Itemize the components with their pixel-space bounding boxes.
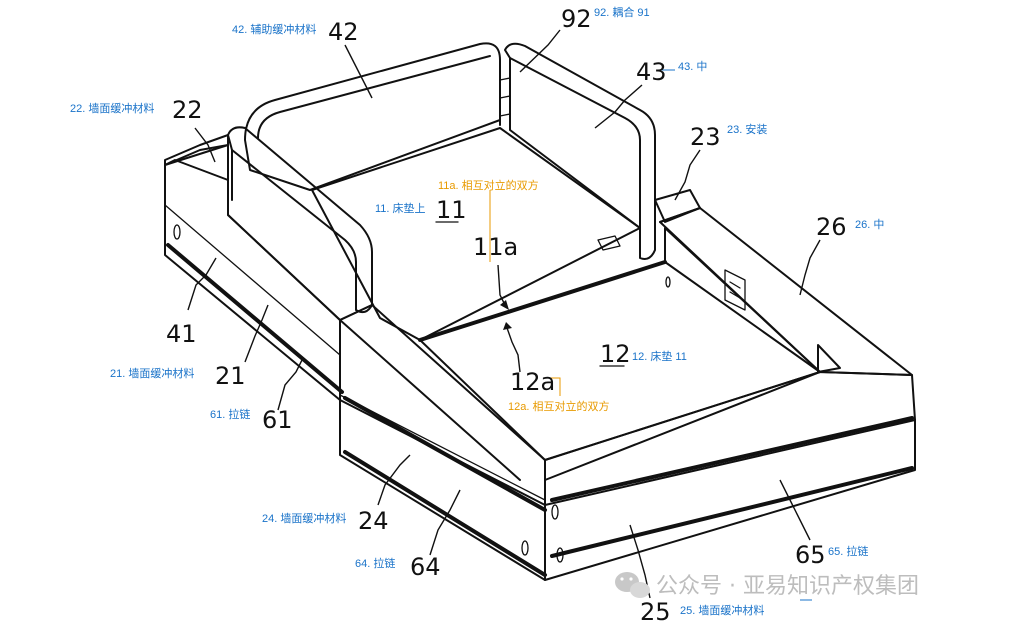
watermark: 公众号 · 亚易知识产权集团 <box>615 572 919 599</box>
label-42: 42 <box>328 18 359 46</box>
label-26: 26 <box>816 213 847 241</box>
label-92: 92 <box>561 5 592 33</box>
label-65: 65 <box>795 541 826 569</box>
caption-61: 61. 拉链 <box>210 407 250 421</box>
label-11a: 11a <box>473 233 518 261</box>
mattress-seam <box>418 260 667 342</box>
caption-12a: 12a. 相互对立的双方 <box>508 399 609 413</box>
label-43: 43 <box>636 58 667 86</box>
label-41: 41 <box>166 320 197 348</box>
label-21: 21 <box>215 362 246 390</box>
watermark-text: 公众号 · 亚易知识产权集团 <box>656 574 919 599</box>
caption-25: 25. 墙面缓冲材料 <box>680 603 764 617</box>
mattress-11 <box>311 127 641 341</box>
caption-22: 22. 墙面缓冲材料 <box>70 101 154 115</box>
number-labels: 42 92 43 22 23 11 11a 26 41 21 61 12 12a… <box>166 5 847 626</box>
caption-64: 64. 拉链 <box>355 556 395 570</box>
caption-23: 23. 安装 <box>727 122 767 136</box>
label-22: 22 <box>172 96 203 124</box>
label-23: 23 <box>690 123 721 151</box>
wechat-icon <box>615 572 650 598</box>
wall-cushion-21 <box>164 144 344 401</box>
wall-cushion-22 <box>164 134 229 166</box>
aux-cushion-41 <box>227 126 373 321</box>
caption-43: 43. 中 <box>678 60 707 73</box>
aux-cushion-43 <box>499 42 656 260</box>
aux-cushion-42 <box>244 42 501 191</box>
caption-65: 65. 拉链 <box>828 544 868 558</box>
caption-11a: 11a. 相互对立的双方 <box>438 178 539 192</box>
captions: 42. 辅助缓冲材料 92. 耦合 91 43. 中 22. 墙面缓冲材料 23… <box>70 5 884 617</box>
caption-42: 42. 辅助缓冲材料 <box>232 22 316 36</box>
caption-21: 21. 墙面缓冲材料 <box>110 366 194 380</box>
caption-12: 12. 床垫 11 <box>632 349 687 363</box>
label-12: 12 <box>600 340 631 368</box>
label-12a: 12a <box>510 368 555 396</box>
wall-cushion-25 <box>544 371 916 581</box>
label-25: 25 <box>640 598 671 626</box>
wall-cushion-26 <box>659 207 913 376</box>
caption-11: 11. 床垫上 <box>375 201 426 215</box>
label-11: 11 <box>436 196 467 224</box>
label-24: 24 <box>358 507 389 535</box>
label-64: 64 <box>410 553 441 581</box>
caption-92: 92. 耦合 91 <box>594 5 650 19</box>
leader-lines <box>187 29 821 599</box>
caption-24: 24. 墙面缓冲材料 <box>262 511 346 525</box>
caption-26: 26. 中 <box>855 218 884 231</box>
label-61: 61 <box>262 406 293 434</box>
